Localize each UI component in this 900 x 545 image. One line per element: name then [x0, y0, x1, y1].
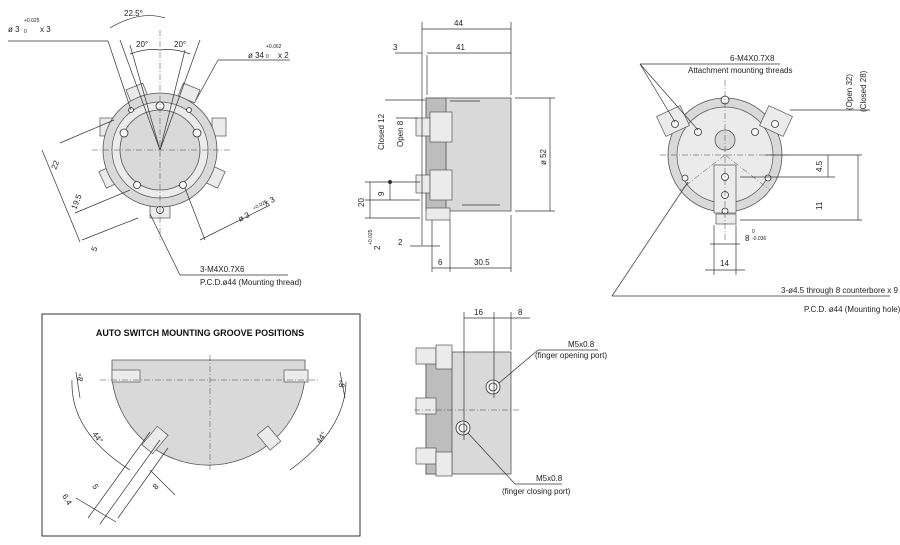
- pin-hole-label: ø 3: [8, 25, 20, 34]
- dim-8-label: 8: [518, 308, 523, 317]
- groove-frame: [41, 313, 361, 537]
- dim-9-label: 9: [377, 191, 386, 196]
- mount-hole: [179, 181, 187, 189]
- dim-30-5-label: 30.5: [474, 258, 490, 267]
- dim-19-5-label: 19.5: [70, 192, 84, 210]
- angle-20-right-label: 20°: [174, 40, 186, 49]
- angle-8-left: 8°: [75, 372, 86, 382]
- thread-note: P.C.D.ø44 (Mounting thread): [200, 278, 302, 287]
- dim-11-label: 11: [815, 201, 824, 210]
- svg-text:+0.025: +0.025: [368, 229, 374, 245]
- svg-text:0: 0: [266, 54, 269, 60]
- dim-16-label: 16: [474, 308, 483, 317]
- right-view: 6-M4X0.7X8 Attachment mounting threads (…: [611, 54, 900, 314]
- dim-2-tol-label: 2: [373, 245, 382, 250]
- dia-52-label: ø 52: [539, 148, 548, 165]
- dim-5-label: 5: [90, 245, 100, 253]
- dim-6-label: 6: [438, 258, 443, 267]
- dim-44-label: 44: [454, 19, 463, 28]
- closed-28-label: (Closed 28): [859, 70, 868, 112]
- thread-note-right: Attachment mounting threads: [688, 66, 793, 75]
- angle-44-left: 44°: [90, 430, 104, 445]
- svg-text:x 3: x 3: [263, 195, 277, 208]
- thread-label: 3-M4X0.7X6: [200, 265, 245, 274]
- port-open-note: (finger opening port): [535, 351, 607, 360]
- angle-22-5-label: 22.5°: [124, 9, 143, 18]
- dim-4-5-label: 4.5: [815, 160, 824, 172]
- side-finger-top: [415, 117, 431, 137]
- svg-text:x 3: x 3: [40, 25, 51, 34]
- open-32-label: (Open 32): [845, 74, 854, 110]
- port-close-note: (finger closing port): [502, 487, 571, 496]
- angle-8-right: 8°: [337, 379, 347, 388]
- port-open-label: M5x0.8: [568, 340, 595, 349]
- small-pin-label: ø 3: [237, 210, 252, 224]
- svg-text:0: 0: [24, 29, 27, 35]
- dim-22-label: 22: [50, 159, 62, 171]
- dim-41-label: 41: [456, 43, 465, 52]
- dim-8-tol-label: 8: [745, 234, 750, 243]
- side-view: 44 41 3 Closed 12 Open 8 ø 52 9 20 2 +0.…: [357, 19, 555, 272]
- svg-text:x 2: x 2: [278, 51, 289, 60]
- closed-12-label: Closed 12: [377, 113, 386, 150]
- side-finger-bottom: [415, 174, 431, 194]
- port-close-label: M5x0.8: [536, 474, 563, 483]
- svg-text:-0.036: -0.036: [752, 236, 766, 242]
- angle-44-right: 44°: [314, 430, 328, 445]
- open-8-label: Open 8: [396, 120, 405, 147]
- top-left-view: 22.5° 20° 20° ø 3 +0.025 0 x 3 ø 34 +0.0…: [8, 9, 302, 287]
- mount-hole: [133, 181, 141, 189]
- dim-5-groove: 5: [90, 483, 100, 492]
- dim-20-label: 20: [357, 198, 366, 207]
- groove-half-disk: [111, 359, 306, 466]
- dim-14-label: 14: [720, 259, 729, 268]
- svg-text:+0.025: +0.025: [24, 18, 40, 24]
- bore-label: ø 34: [248, 51, 265, 60]
- mount-hole: [192, 128, 202, 138]
- dim-2-label: 2: [398, 238, 403, 247]
- svg-text:+0.062: +0.062: [266, 44, 282, 50]
- hole-note: 3-ø4.5 through 8 counterbore x 9: [781, 286, 899, 295]
- port-view: 16 8 M5x0.8 (finger opening port) M5x0.8…: [414, 308, 607, 496]
- pcd-note: P.C.D. ø44 (Mounting hole): [804, 305, 900, 314]
- groove-box: AUTO SWITCH MOUNTING GROOVE POSITIONS 8°…: [41, 313, 361, 537]
- pin-hole: [186, 107, 192, 113]
- mount-hole: [119, 128, 129, 138]
- dim-3-label: 3: [393, 43, 398, 52]
- dim-8-groove: 8: [151, 482, 161, 492]
- dim-6-4-groove: 6.4: [60, 493, 74, 508]
- groove-title: AUTO SWITCH MOUNTING GROOVE POSITIONS: [96, 328, 304, 338]
- angle-20-left-label: 20°: [136, 40, 148, 49]
- thread-label-right: 6-M4X0.7X8: [730, 54, 775, 63]
- svg-text:0: 0: [752, 229, 755, 235]
